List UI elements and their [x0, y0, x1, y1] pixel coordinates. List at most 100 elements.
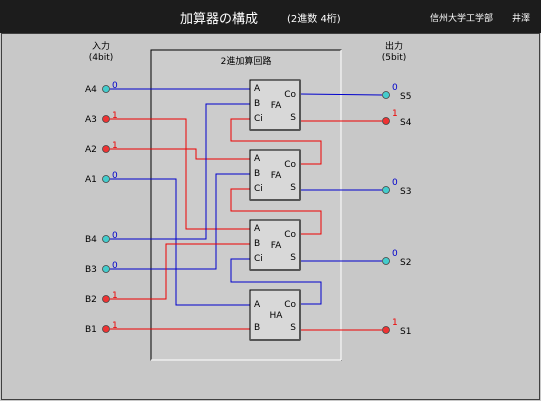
- input-b1[interactable]: B1 1: [85, 321, 118, 335]
- window-title: 加算器の構成: [180, 12, 259, 27]
- title-bar: 加算器の構成 (2進数 4桁) 信州大学工学部 井澤: [0, 0, 541, 33]
- port-label-b: B: [254, 169, 260, 179]
- output-s4: 1S4: [382, 109, 412, 128]
- output-name: S4: [400, 118, 412, 128]
- input-a1[interactable]: A1 0: [85, 171, 118, 185]
- output-s5: 0S5: [382, 83, 411, 102]
- adder-fa-2: FA AB Ci CoS: [249, 149, 301, 201]
- input-name: A4: [85, 85, 97, 95]
- port-label-s: S: [290, 183, 296, 193]
- circuit-title: 2進加算回路: [221, 55, 272, 67]
- input-b3[interactable]: B3 0: [85, 261, 118, 275]
- output-s1: 1S1: [382, 318, 411, 337]
- adder-type-label: FA: [271, 171, 282, 181]
- input-value: 1: [112, 111, 118, 121]
- output-pin-icon: [382, 117, 390, 125]
- input-name: A2: [85, 145, 97, 155]
- wire-carry-1b: [230, 258, 322, 305]
- output-name: S2: [400, 258, 411, 268]
- input-value: 1: [112, 291, 118, 301]
- main-frame: [1, 33, 540, 400]
- port-label-co: Co: [284, 300, 296, 310]
- input-name: A3: [85, 115, 97, 125]
- port-label-co: Co: [284, 160, 296, 170]
- output-name: S5: [400, 92, 411, 102]
- port-label-s: S: [290, 323, 296, 333]
- input-value: 1: [112, 321, 118, 331]
- output-bits-label: (5bit): [382, 53, 407, 63]
- organization-label: 信州大学工学部: [430, 14, 494, 24]
- adder-fa-3: FA AB Ci CoS: [249, 219, 301, 271]
- circuit-panel: [150, 49, 342, 361]
- input-pin-icon[interactable]: [102, 265, 110, 273]
- adder-type-label: FA: [271, 241, 282, 251]
- wire-carry-3: [230, 118, 322, 165]
- adder-type-label: FA: [271, 101, 282, 111]
- input-bits-label: (4bit): [89, 53, 114, 63]
- input-value: 0: [112, 261, 118, 271]
- input-value: 0: [112, 81, 118, 91]
- input-a3[interactable]: A3 1: [85, 111, 118, 125]
- input-pin-icon[interactable]: [102, 235, 110, 243]
- output-pin-icon: [382, 257, 390, 265]
- output-name: S1: [400, 327, 411, 337]
- input-value: 0: [112, 171, 118, 181]
- wire-carry-2: [230, 188, 322, 235]
- output-s2: 0S2: [382, 249, 411, 268]
- input-name: A1: [85, 175, 97, 185]
- output-value: 0: [392, 249, 398, 259]
- input-b2[interactable]: B2 1: [85, 291, 118, 305]
- port-label-s: S: [290, 253, 296, 263]
- port-label-co: Co: [284, 230, 296, 240]
- input-name: B3: [85, 265, 97, 275]
- input-value: 0: [112, 231, 118, 241]
- input-pin-icon[interactable]: [102, 175, 110, 183]
- port-label-co: Co: [284, 90, 296, 100]
- input-pin-icon[interactable]: [102, 115, 110, 123]
- port-label-b: B: [254, 99, 260, 109]
- wires: [110, 88, 383, 331]
- port-label-a: A: [254, 154, 261, 164]
- input-heading: 入力: [92, 40, 110, 52]
- wire-a3: [110, 118, 250, 230]
- output-name: S3: [400, 187, 411, 197]
- input-pin-icon[interactable]: [102, 85, 110, 93]
- output-pin-icon: [382, 326, 390, 334]
- port-label-s: S: [290, 113, 296, 123]
- wire-b2: [110, 243, 250, 300]
- input-name: B2: [85, 295, 97, 305]
- input-b4[interactable]: B4 0: [85, 231, 118, 245]
- wire-b4: [110, 103, 250, 240]
- input-pin-icon[interactable]: [102, 325, 110, 333]
- wire-a2: [110, 148, 250, 160]
- port-label-b: B: [254, 239, 260, 249]
- input-name: B1: [85, 325, 97, 335]
- output-heading: 出力: [385, 40, 403, 52]
- output-value: 0: [392, 83, 398, 93]
- port-label-ci: Ci: [254, 254, 263, 264]
- output-value: 0: [392, 178, 398, 188]
- input-name: B4: [85, 235, 97, 245]
- output-s3: 0S3: [382, 178, 411, 197]
- port-label-ci: Ci: [254, 184, 263, 194]
- output-value: 1: [392, 318, 398, 328]
- output-pin-icon: [382, 186, 390, 194]
- author-label: 井澤: [512, 14, 531, 24]
- adder-type-label: HA: [270, 311, 284, 321]
- port-label-a: A: [254, 224, 261, 234]
- wire-b3: [110, 173, 250, 270]
- port-label-a: A: [254, 300, 261, 310]
- input-pin-icon[interactable]: [102, 145, 110, 153]
- wire-a1: [110, 178, 250, 306]
- input-pin-icon[interactable]: [102, 295, 110, 303]
- output-pin-icon: [382, 91, 390, 99]
- window-subtitle: (2進数 4桁): [287, 14, 341, 25]
- input-a4[interactable]: A4 0: [85, 81, 118, 95]
